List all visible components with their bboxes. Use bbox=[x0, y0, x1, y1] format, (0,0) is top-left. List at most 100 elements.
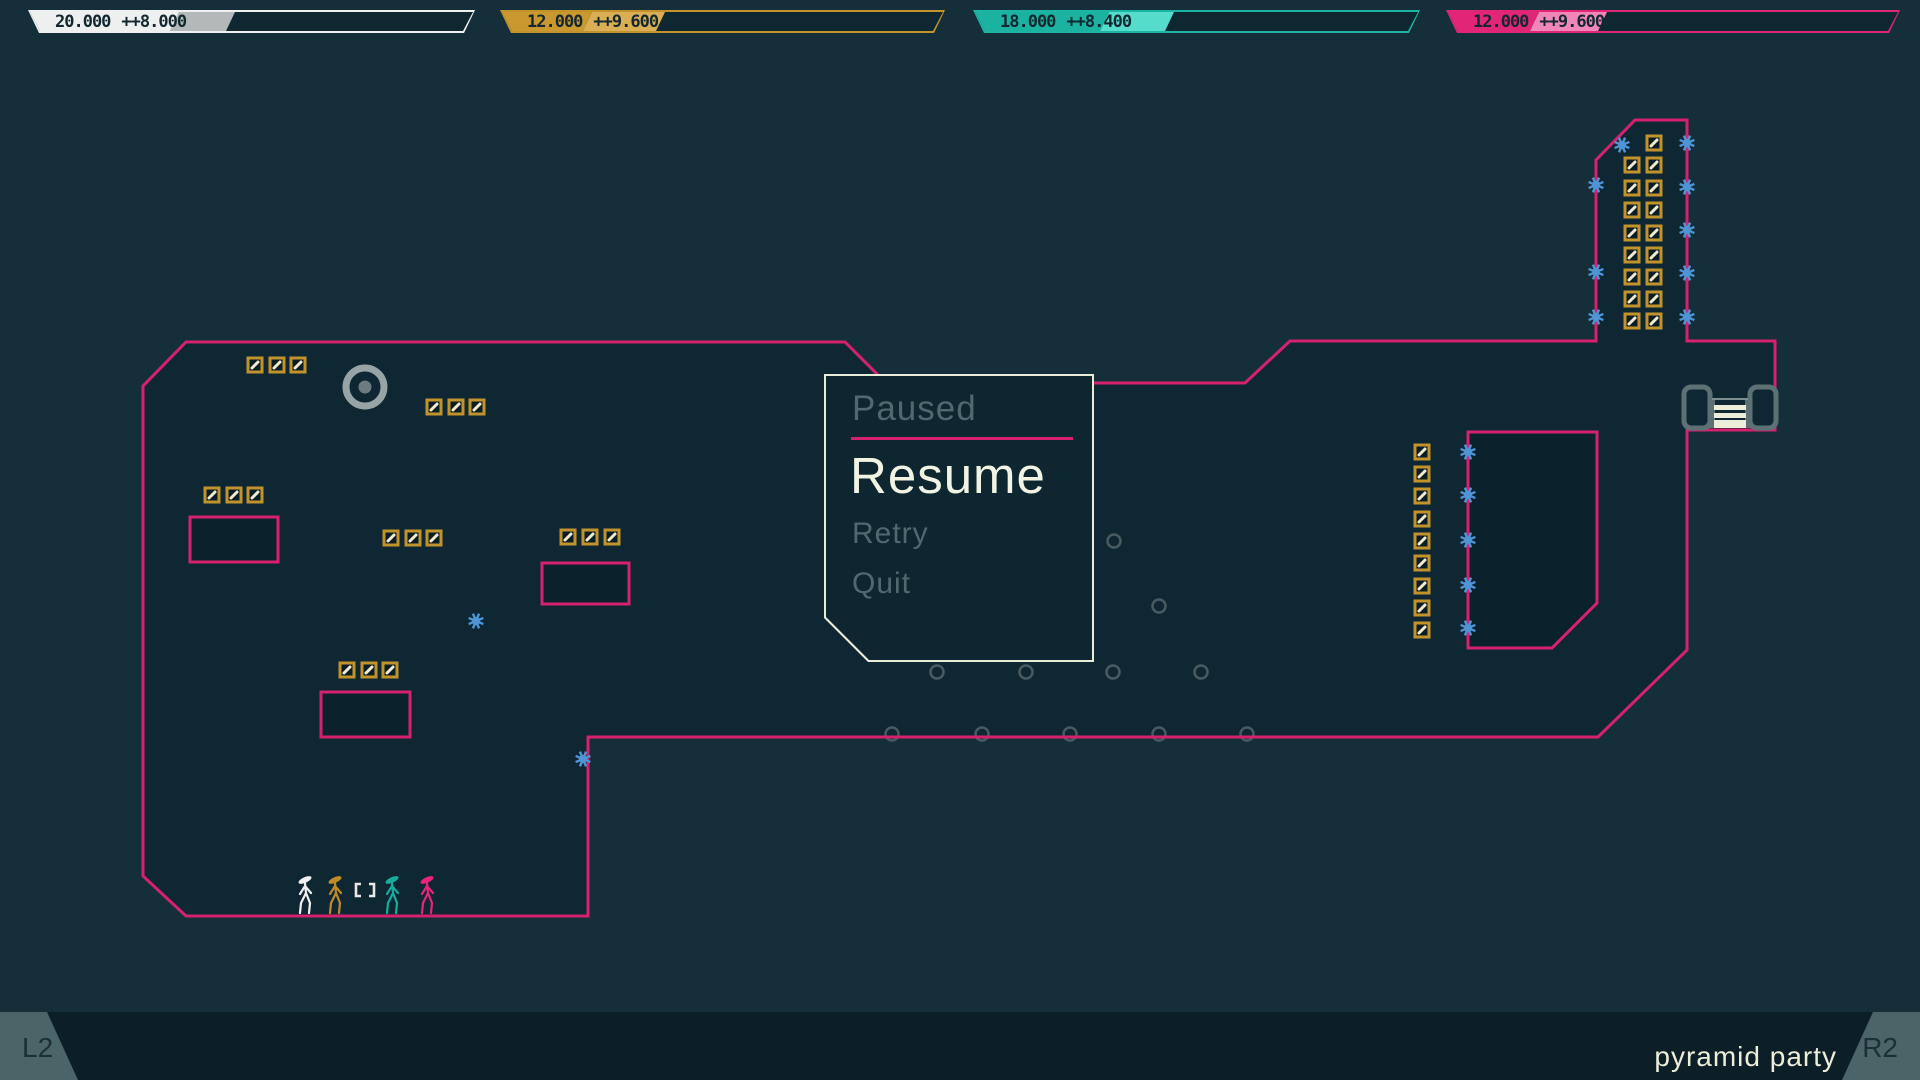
gold-piece-glint bbox=[1627, 316, 1637, 326]
gear-spoke bbox=[1614, 140, 1620, 145]
gear-spoke bbox=[1463, 620, 1468, 626]
gear-spoke bbox=[1470, 585, 1476, 590]
gear-spoke bbox=[1682, 189, 1687, 195]
gear-spoke bbox=[1687, 265, 1692, 271]
gear-spoke bbox=[1470, 452, 1476, 457]
gear-spoke bbox=[471, 613, 476, 619]
gold-piece-glint bbox=[272, 360, 282, 370]
gear-spoke bbox=[1682, 222, 1687, 228]
gear-spoke bbox=[1468, 587, 1473, 593]
ninja-white bbox=[298, 876, 313, 915]
pink-box bbox=[1466, 430, 1599, 650]
gear-spoke bbox=[1463, 630, 1468, 636]
gear-icon bbox=[1592, 268, 1600, 276]
footer-band bbox=[0, 1012, 1920, 1080]
timer-bar-score-fill bbox=[975, 12, 1109, 31]
gear-spoke bbox=[1470, 495, 1476, 500]
gear-spoke bbox=[1588, 312, 1594, 317]
gear-spoke bbox=[1468, 497, 1473, 503]
timer-bar-track bbox=[1448, 12, 1898, 31]
gear-spoke bbox=[1460, 628, 1466, 633]
ninja-teal-body bbox=[385, 881, 400, 915]
gear-spoke bbox=[1679, 230, 1685, 235]
exit-door-bar bbox=[1714, 413, 1746, 418]
menu-item-resume[interactable]: Resume bbox=[850, 447, 1046, 504]
gear-spoke bbox=[583, 761, 588, 767]
level-pit bbox=[188, 515, 280, 564]
mine-icon bbox=[929, 664, 945, 680]
right-bumper-label: R2 bbox=[1862, 1032, 1898, 1063]
gold-piece-glint bbox=[1417, 536, 1427, 546]
gear-icon bbox=[1464, 448, 1472, 456]
mine-icon bbox=[974, 726, 990, 742]
gear-spoke bbox=[578, 761, 583, 767]
exit-door-bar bbox=[1714, 405, 1746, 410]
timer-bar-bonus-fill bbox=[1530, 12, 1607, 31]
exit-door-post bbox=[1708, 400, 1715, 428]
gear-spoke bbox=[1689, 312, 1695, 317]
gold-piece-glint bbox=[429, 402, 439, 412]
gear-spoke bbox=[1687, 189, 1692, 195]
gear-spoke bbox=[1591, 264, 1596, 270]
gear-spoke bbox=[1468, 620, 1473, 626]
gear-spoke bbox=[1591, 309, 1596, 315]
gear-spoke bbox=[1588, 185, 1594, 190]
gear-spoke bbox=[1689, 273, 1695, 278]
gear-spoke bbox=[1468, 630, 1473, 636]
ninja-teal-head bbox=[385, 876, 399, 884]
gear-icon bbox=[472, 617, 480, 625]
gear-icon bbox=[1683, 313, 1691, 321]
menu-item-retry[interactable]: Retry bbox=[852, 517, 929, 550]
gold-piece-glint bbox=[1417, 514, 1427, 524]
gold-piece-glint bbox=[1649, 316, 1659, 326]
gear-spoke bbox=[1682, 319, 1687, 325]
menu-item-quit[interactable]: Quit bbox=[852, 567, 912, 600]
gear-spoke bbox=[1598, 272, 1604, 277]
score-value: 12.000 bbox=[1473, 11, 1529, 32]
gear-spoke bbox=[1463, 487, 1468, 493]
score-value: 20.000 bbox=[55, 11, 111, 32]
gear-spoke bbox=[585, 754, 591, 759]
gold-piece-glint bbox=[1627, 294, 1637, 304]
gear-spoke bbox=[1460, 490, 1466, 495]
gear-spoke bbox=[1679, 268, 1685, 273]
gear-spoke bbox=[1463, 532, 1468, 538]
ninja-pink-head bbox=[420, 876, 434, 884]
gear-spoke bbox=[1460, 580, 1466, 585]
gold-piece-glint bbox=[1627, 160, 1637, 170]
gear-spoke bbox=[1460, 447, 1466, 452]
gear-spoke bbox=[1470, 447, 1476, 452]
gear-spoke bbox=[1460, 540, 1466, 545]
gear-spoke bbox=[1460, 535, 1466, 540]
gold-piece-glint bbox=[1627, 205, 1637, 215]
gear-spoke bbox=[1463, 454, 1468, 460]
gear-spoke bbox=[1468, 454, 1473, 460]
gold-piece-glint bbox=[1649, 272, 1659, 282]
gold-piece-glint bbox=[607, 532, 617, 542]
gear-spoke bbox=[1622, 147, 1627, 153]
mine-icon bbox=[1105, 664, 1121, 680]
timer-bar-text: 20.000++8.000 bbox=[55, 10, 187, 33]
timer-bar-bonus-fill bbox=[583, 12, 665, 31]
gear-spoke bbox=[1614, 145, 1620, 150]
ninja-gold-head bbox=[328, 876, 342, 884]
gear-spoke bbox=[1622, 137, 1627, 143]
timer-bar-track bbox=[30, 12, 473, 31]
turret-core bbox=[358, 380, 372, 394]
bonus-value: ++8.400 bbox=[1066, 11, 1132, 32]
gold-piece-glint bbox=[408, 533, 418, 543]
gear-spoke bbox=[1687, 319, 1692, 325]
gold-piece-glint bbox=[1649, 250, 1659, 260]
gold-piece-glint bbox=[1649, 138, 1659, 148]
ninja-white-body bbox=[298, 881, 313, 915]
gear-spoke bbox=[1689, 230, 1695, 235]
mine-icon bbox=[1151, 726, 1167, 742]
gold-piece-glint bbox=[385, 665, 395, 675]
gear-spoke bbox=[1470, 540, 1476, 545]
gear-spoke bbox=[1596, 319, 1601, 325]
gear-spoke bbox=[1679, 138, 1685, 143]
gold-piece-glint bbox=[386, 533, 396, 543]
gear-spoke bbox=[1591, 274, 1596, 280]
gear-spoke bbox=[1598, 267, 1604, 272]
